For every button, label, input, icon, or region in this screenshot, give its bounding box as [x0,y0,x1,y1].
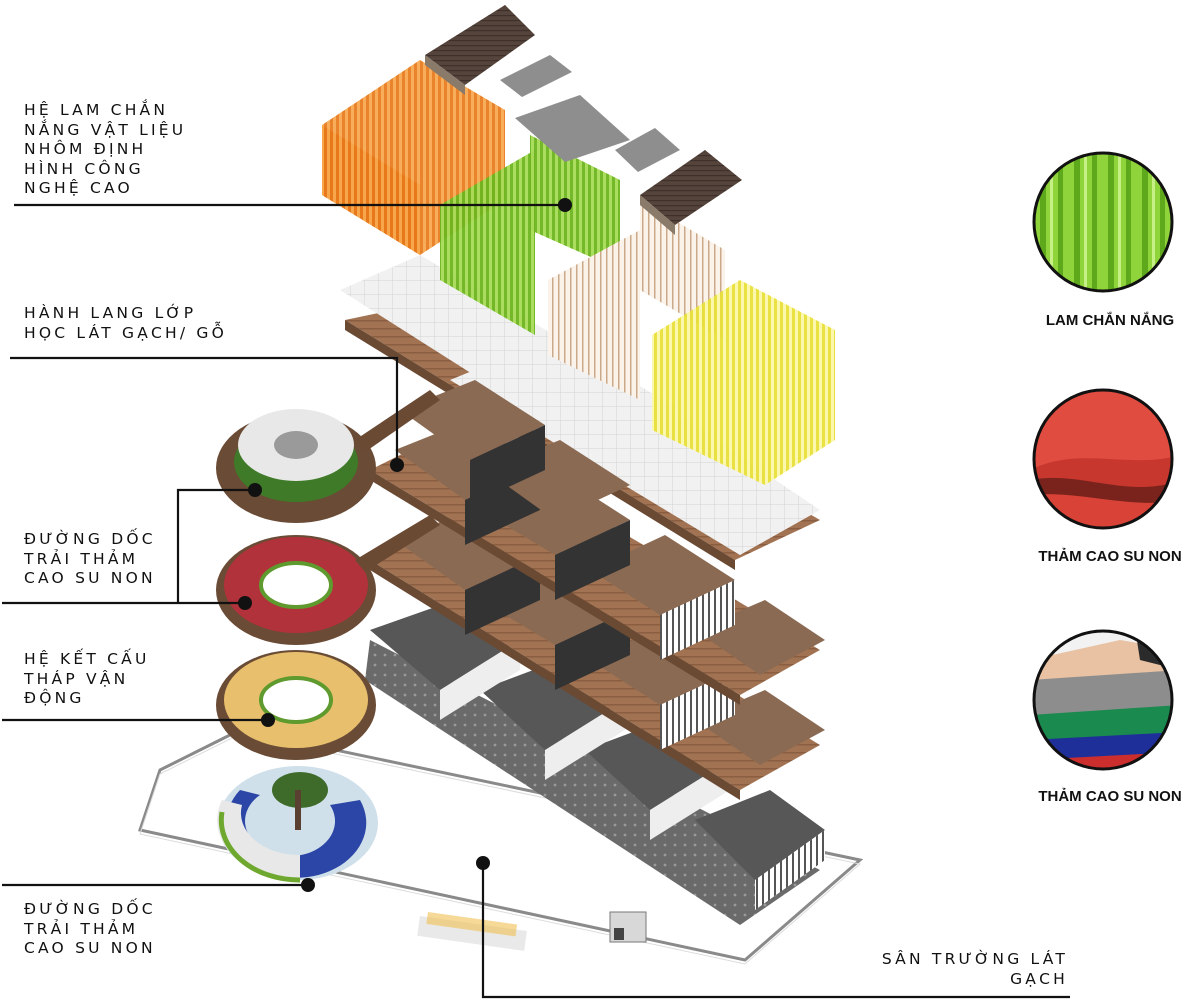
ramp-tower [216,390,440,760]
swatch-caption-louver: LAM CHẮN NẮNG [1045,312,1175,329]
site-ground [138,640,864,965]
callout-line: HÌNH CÔNG [24,159,144,178]
callout-ramp-upper: ĐƯỜNG DỐC TRẢI THẢM CAO SU NON [24,530,156,589]
leader-lines [2,203,1070,999]
swatch-caption-rubber-multi: THẢM CAO SU NON [1038,788,1182,805]
callout-line: HỆ LAM CHẮN [24,101,169,119]
callout-line: HỆ KẾT CẤU [24,650,150,668]
callout-line: HÀNH LANG LỚP [24,304,197,322]
callout-line: SÂN TRƯỜNG LÁT [881,950,1068,968]
swatch-rubber-red [1032,388,1174,530]
callout-sunscreen-louvers: HỆ LAM CHẮN NẮNG VẬT LIỆU NHÔM ĐỊNH HÌNH… [24,101,186,199]
callout-line: TRẢI THẢM [24,549,139,568]
swatch-rubber-multi [1032,629,1174,771]
callout-line: CAO SU NON [24,569,156,587]
callout-line: NẮNG VẬT LIỆU [24,120,187,139]
callout-line: GẠCH [1010,969,1068,988]
callout-ramp-ground: ĐƯỜNG DỐC TRẢI THẢM CAO SU NON [24,900,156,959]
swatch-louver [1032,151,1174,293]
leader-dots [238,198,572,892]
callout-line: NGHỆ CAO [24,179,133,197]
callout-line: CAO SU NON [24,939,156,957]
callout-line: HỌC LÁT GẠCH/ GỖ [24,323,228,342]
callout-line: THÁP VẬN [24,669,129,688]
sunscreen-louvers [322,60,835,485]
callout-line: ĐƯỜNG DỐC [24,900,156,918]
callout-line: TRẢI THẢM [24,919,139,938]
school-courtyard [365,640,820,925]
ground-ramp [217,766,378,883]
swatch-caption-rubber-red: THẢM CAO SU NON [1038,548,1182,565]
roofs [425,5,742,235]
callout-line: ĐƯỜNG DỐC [24,530,156,548]
deck-level-3 [340,255,820,570]
deck-level-1 [370,510,825,800]
callout-line: ĐỘNG [24,689,85,707]
callout-line: NHÔM ĐỊNH [24,140,147,158]
callout-corridor: HÀNH LANG LỚP HỌC LÁT GẠCH/ GỖ [24,304,227,343]
callout-schoolyard: SÂN TRƯỜNG LÁT GẠCH [882,950,1068,989]
callout-tower-structure: HỆ KẾT CẤU THÁP VẬN ĐỘNG [24,650,150,709]
